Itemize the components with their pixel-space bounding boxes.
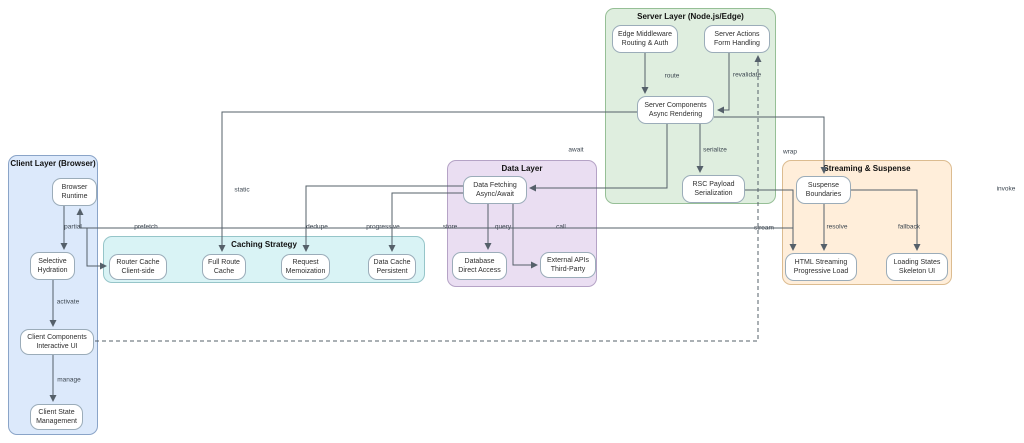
node-label-line: Suspense bbox=[807, 181, 840, 189]
node-label-line: Client-side bbox=[121, 268, 155, 275]
node-label-line: Selective bbox=[38, 257, 67, 265]
edge-label-prefetch: prefetch bbox=[134, 223, 158, 231]
edge-label-route: route bbox=[664, 72, 680, 80]
node-label-line: Direct Access bbox=[458, 267, 501, 274]
edge-partial bbox=[76, 208, 793, 229]
node-label-line: Browser bbox=[61, 183, 88, 191]
edge-label-query: query bbox=[494, 223, 512, 231]
edge-label-static: static bbox=[234, 186, 250, 194]
edge-label-partial: partial bbox=[64, 223, 82, 231]
edge-call bbox=[512, 204, 538, 269]
edge-label-invoke: invoke bbox=[996, 185, 1016, 193]
node-label-line: Data Fetching bbox=[473, 181, 517, 189]
edge-label-call: call bbox=[556, 223, 566, 231]
node-label-line: Client State bbox=[38, 408, 75, 416]
node-label-line: Cache bbox=[213, 268, 235, 275]
node-label-line: Async/Await bbox=[476, 191, 514, 198]
edge-label-resolve: resolve bbox=[826, 223, 848, 231]
edge-label-stream: stream bbox=[754, 224, 774, 232]
node-label-line: Client Components bbox=[27, 333, 87, 341]
node-label-line: Server Components bbox=[644, 101, 707, 109]
edge-label-progressive: progressive bbox=[366, 223, 400, 231]
edge-invoke bbox=[95, 55, 762, 342]
edge-label-serialize: serialize bbox=[703, 146, 727, 154]
edge-progressive bbox=[388, 192, 463, 252]
edge-revalidate bbox=[717, 53, 730, 114]
node-label-line: Runtime bbox=[61, 193, 88, 200]
node-label-line: External APIs bbox=[546, 256, 590, 264]
group-title-client-layer: Client Layer (Browser) bbox=[10, 159, 96, 168]
edge-wrap bbox=[714, 116, 828, 174]
node-label-line: Request bbox=[292, 258, 319, 266]
edge-label-fallback: fallback bbox=[897, 223, 921, 231]
group-title-streaming-suspense: Streaming & Suspense bbox=[823, 164, 911, 173]
node-label-line: Hydration bbox=[37, 267, 68, 274]
edge-label-await: await bbox=[568, 146, 584, 154]
edge-label-store: store bbox=[442, 223, 458, 231]
node-label-line: Serialization bbox=[694, 190, 733, 197]
edge-label-manage: manage bbox=[57, 376, 81, 384]
node-label-line: Interactive UI bbox=[36, 343, 78, 350]
edge-fallback bbox=[851, 189, 921, 251]
edge-label-wrap: wrap bbox=[782, 148, 798, 156]
node-label-line: Third-Party bbox=[550, 266, 586, 273]
node-label-line: Data Cache bbox=[373, 258, 411, 266]
node-label-line: Management bbox=[36, 418, 77, 425]
edge-static bbox=[218, 111, 637, 252]
group-title-data-layer: Data Layer bbox=[501, 164, 543, 173]
edge-prefetch bbox=[86, 228, 107, 270]
node-label-line: HTML Streaming bbox=[794, 258, 848, 266]
edge-label-dedupe: dedupe bbox=[306, 223, 328, 231]
edge-label-activate: activate bbox=[56, 298, 80, 306]
edge-label-revalidate: revalidate bbox=[732, 71, 762, 79]
node-label-line: Router Cache bbox=[116, 258, 160, 266]
node-label-line: Loading States bbox=[893, 258, 941, 266]
node-label-line: Full Route bbox=[208, 258, 240, 266]
edge-stream bbox=[745, 189, 797, 251]
node-label-line: Server Actions bbox=[714, 30, 760, 38]
node-label-line: Persistent bbox=[376, 268, 408, 275]
node-label-line: Memoization bbox=[285, 268, 326, 275]
node-label-line: Edge Middleware bbox=[617, 30, 673, 38]
group-title-caching-strategy: Caching Strategy bbox=[231, 240, 297, 249]
node-label-line: Skeleton UI bbox=[898, 268, 936, 275]
node-label-line: Async Rendering bbox=[648, 111, 703, 118]
node-label-line: Routing & Auth bbox=[621, 40, 669, 47]
node-label-line: Boundaries bbox=[805, 191, 842, 198]
edge-await bbox=[529, 124, 668, 192]
node-label-line: RSC Payload bbox=[692, 180, 735, 188]
node-label-line: Progressive Load bbox=[793, 268, 849, 275]
node-label-line: Database bbox=[464, 257, 495, 265]
group-title-server-layer: Server Layer (Node.js/Edge) bbox=[637, 12, 744, 21]
edge-dedupe bbox=[302, 185, 463, 252]
node-label-line: Form Handling bbox=[714, 40, 760, 47]
